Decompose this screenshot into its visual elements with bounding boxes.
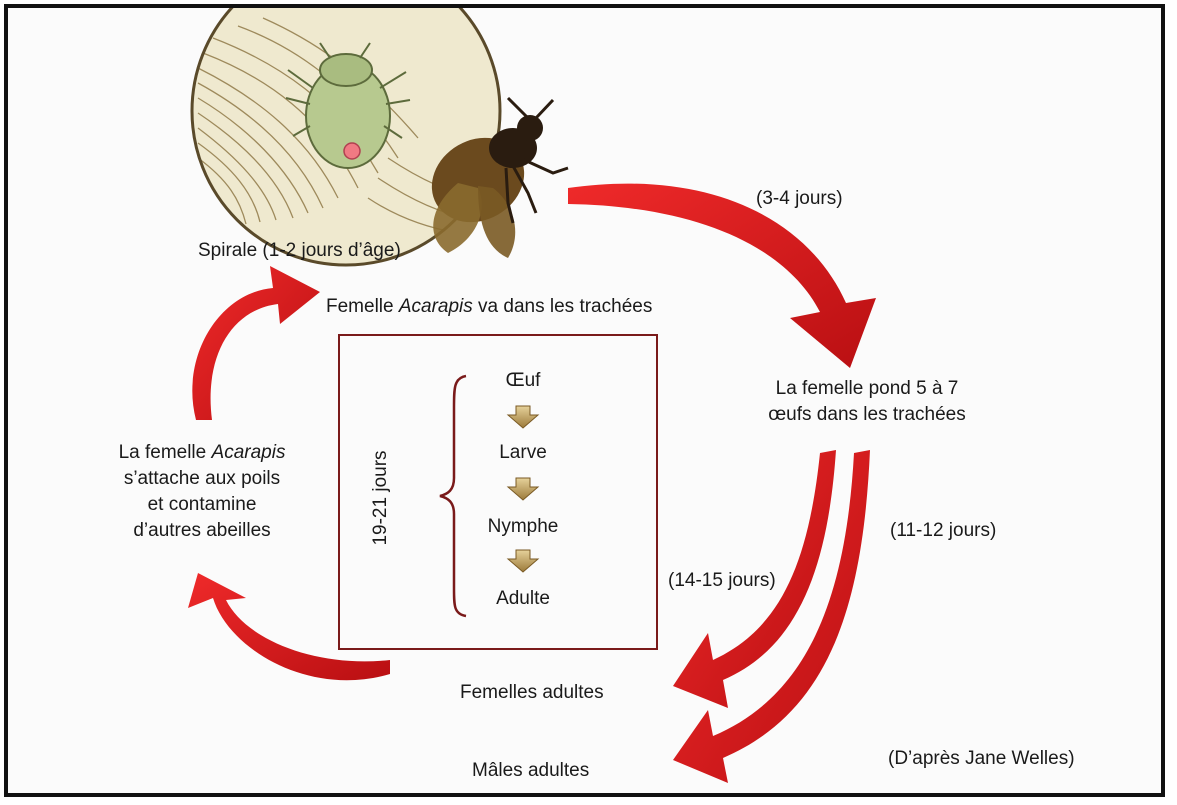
diagram-frame: 19-21 jours Œuf Larve Nymphe Adulte Spir… <box>4 4 1165 797</box>
label-enter-trachea: Femelle Acarapis va dans les trachées <box>326 296 652 318</box>
label-female-lays-eggs: La femelle pond 5 à 7 œufs dans les trac… <box>742 376 992 428</box>
label-source-credit: (D’après Jane Welles) <box>888 748 1075 770</box>
label-adult-females: Femelles adultes <box>460 682 604 704</box>
label-adult-males: Mâles adultes <box>472 760 589 782</box>
cycle-duration-label: 19-21 jours <box>370 450 392 545</box>
stage-egg: Œuf <box>463 370 583 392</box>
arrow-to-trachea <box>192 266 320 420</box>
label-days-3-4: (3-4 jours) <box>756 188 843 210</box>
label-days-11-12: (11-12 jours) <box>890 520 996 542</box>
stage-nymph: Nymphe <box>463 516 583 538</box>
label-days-14-15: (14-15 jours) <box>668 570 776 592</box>
label-spiral-age: Spirale (1-2 jours d’âge) <box>198 240 401 262</box>
stage-adult: Adulte <box>463 588 583 610</box>
label-female-attaches: La femelle Acarapis s’attache aux poils … <box>92 440 312 544</box>
stage-larva: Larve <box>463 442 583 464</box>
